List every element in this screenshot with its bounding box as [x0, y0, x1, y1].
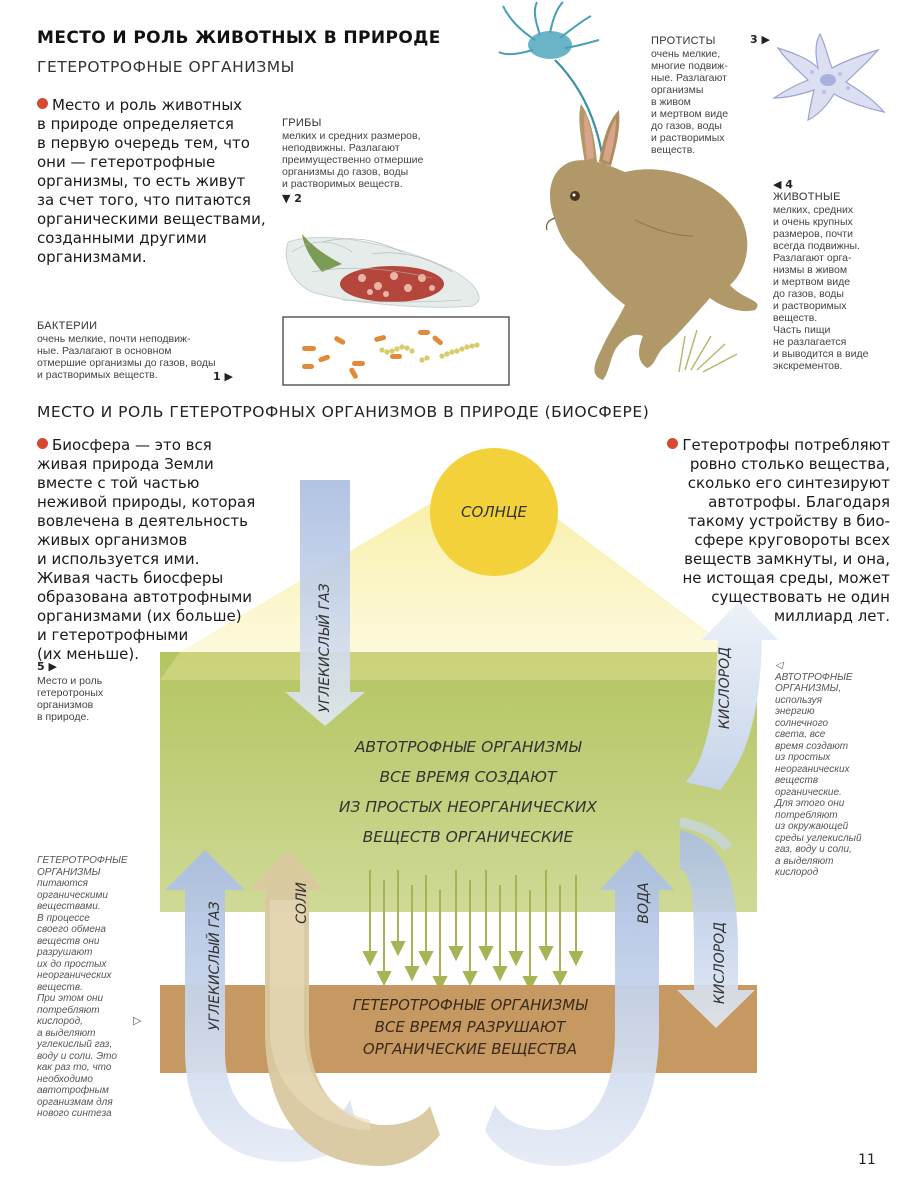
sun-shape: [430, 448, 558, 576]
page-number: 11: [858, 1152, 876, 1168]
fungi-caption: Грибы мелких и средних размеров, неподви…: [282, 117, 424, 205]
salts-label: соли: [294, 882, 310, 924]
biosphere-paragraph: Биосфера — это вся живая природа Земли в…: [37, 436, 256, 663]
co2-down-arrow: [285, 480, 365, 726]
organic-matter-arrows: [362, 870, 584, 992]
bacteria-figure-number: 1 ▶: [213, 370, 233, 383]
water-label: вода: [636, 882, 652, 924]
autotroph-side-note: ◁ АВТОТРОФНЫЕ ОРГАНИЗМЫ, используя энерг…: [775, 660, 862, 878]
animals-caption: ◀ 4 Животные мелких, средних и очень кру…: [773, 178, 869, 372]
bacteria-illustration: [282, 316, 510, 386]
co2-bottom-label: углекислый газ: [207, 901, 223, 1031]
section-title: Место и роль гетеротрофных организмов в …: [37, 403, 650, 421]
figure-5-caption: 5 ▶ Место и роль гетеротроных организмов…: [37, 660, 104, 723]
amoeba-illustration: [772, 32, 886, 122]
bullet-dot-icon: [667, 438, 679, 449]
water-loop-arrow: [485, 850, 674, 1166]
autotroph-statement: Автотрофные организмы все время создают …: [338, 738, 598, 846]
protists-figure-number: 3 ▶: [750, 33, 770, 46]
autotroph-band: [160, 652, 757, 912]
heterotroph-side-note: ГЕТЕРОТРОФНЫЕ ОРГАНИЗМЫ питаются органич…: [37, 855, 128, 1119]
co2-top-label: углекислый газ: [317, 583, 333, 713]
page-title: Место и роль животных в природе: [37, 28, 441, 48]
bullet-dot-icon: [37, 438, 48, 449]
heterotroph-balance-paragraph: Гетеротрофы потребляют ровно столько вещ…: [650, 436, 890, 626]
oxygen-down-arrow: [677, 830, 755, 1028]
bullet-dot-icon: [37, 98, 48, 109]
oxygen-top-label: кислород: [717, 646, 733, 730]
oxygen-bottom-label: кислород: [712, 921, 728, 1005]
protists-caption: Протисты очень мелкие, многие подвиж- ны…: [651, 35, 729, 156]
hare-illustration: [545, 104, 758, 380]
moldy-strawberry-illustration: [285, 234, 480, 308]
co2-up-loop-arrow: [165, 850, 358, 1162]
heterotroph-note-marker: ▷: [133, 1015, 142, 1027]
sun-label: Солнце: [461, 503, 527, 521]
intro-paragraph: Место и роль животных в природе определя…: [37, 96, 266, 266]
page-subtitle: Гетеротрофные организмы: [37, 58, 295, 76]
biosphere-diagram: [160, 448, 778, 1166]
oxygen-up-arrow: [686, 600, 778, 790]
bacteria-caption: Бактерии очень мелкие, почти неподвиж- н…: [37, 320, 216, 381]
heterotroph-statement: Гетеротрофные организмы все время разруш…: [352, 996, 588, 1058]
